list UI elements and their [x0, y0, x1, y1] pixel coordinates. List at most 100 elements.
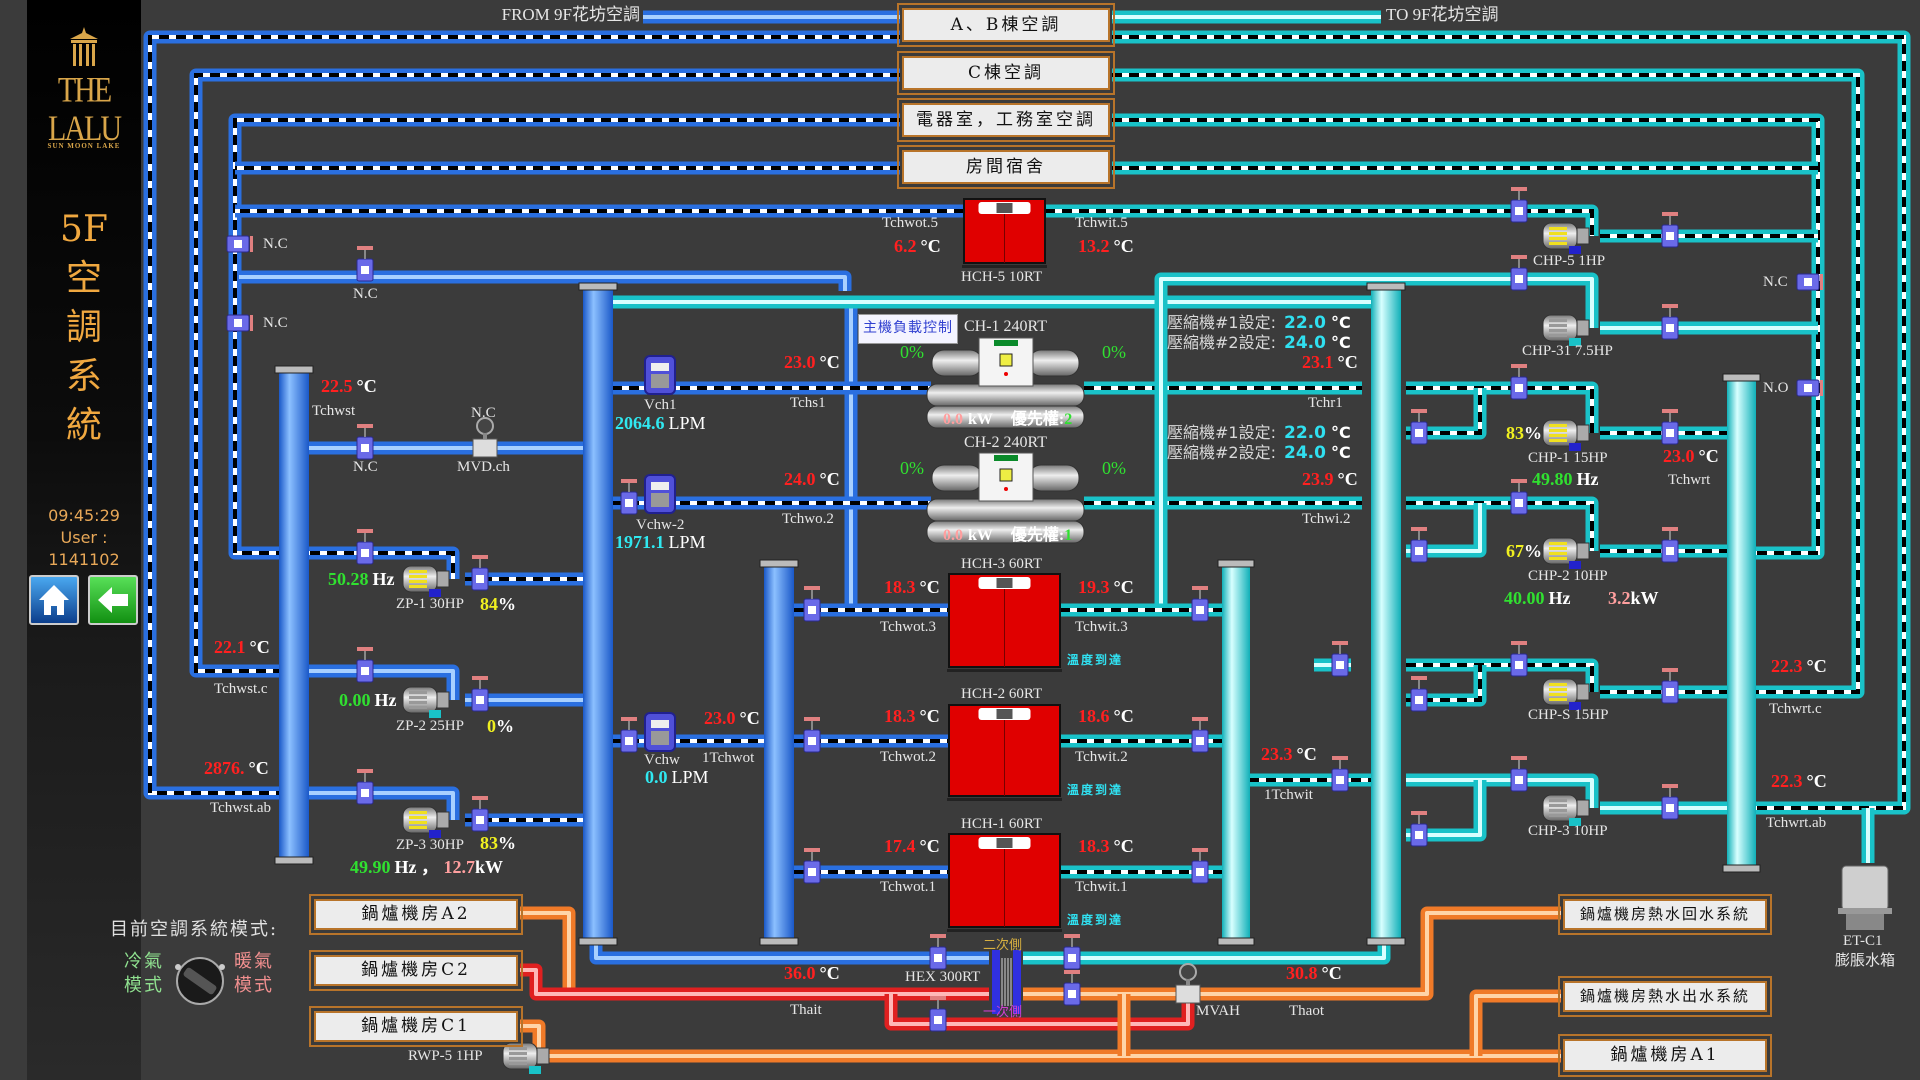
valve-icon[interactable]	[471, 555, 489, 591]
boiler-box-a1[interactable]: 鍋爐機房A1	[1558, 1034, 1772, 1077]
valve-icon[interactable]	[1191, 586, 1209, 622]
from-9f-label: FROM 9F花坊空調	[501, 5, 640, 24]
valve-icon[interactable]	[356, 769, 374, 805]
heat-recovery-chiller-hch2[interactable]	[947, 704, 1062, 801]
valve-icon[interactable]	[620, 479, 638, 515]
valve-icon[interactable]	[226, 314, 253, 332]
pump-icon[interactable]	[1542, 794, 1590, 826]
zone-box-c-building[interactable]: C棟空調	[897, 51, 1115, 95]
boiler-supply-box[interactable]: 鍋爐機房熱水出水系統	[1558, 976, 1772, 1017]
heat-recovery-chiller-hch1[interactable]	[947, 833, 1062, 932]
temperature-value: 6.2	[894, 236, 917, 256]
temperature-value: 22.3	[1771, 771, 1803, 791]
valve-icon[interactable]	[356, 424, 374, 460]
valve-icon[interactable]	[803, 586, 821, 622]
valve-icon[interactable]	[356, 529, 374, 565]
pump-icon[interactable]	[1542, 678, 1590, 710]
flow-meter-label: Vch1	[644, 397, 677, 413]
header-pipe	[1217, 559, 1255, 946]
valve-icon[interactable]	[803, 848, 821, 884]
flow-meter-icon[interactable]	[644, 355, 676, 395]
sensor-label: Tchwot.3	[880, 619, 937, 635]
boiler-return-box[interactable]: 鍋爐機房熱水回水系統	[1558, 894, 1772, 935]
valve-icon[interactable]	[471, 796, 489, 832]
valve-icon[interactable]	[1410, 811, 1428, 847]
pump-icon[interactable]	[1542, 314, 1590, 346]
control-valve-icon[interactable]	[472, 417, 498, 458]
sensor-label: Tchr1	[1308, 395, 1343, 411]
valve-icon[interactable]	[1063, 970, 1081, 1006]
heat-exchanger-icon[interactable]	[992, 950, 1021, 1014]
sensor-label: Tchwit.2	[1075, 749, 1128, 765]
valve-label: MVD.ch	[457, 459, 510, 475]
flow-meter-icon[interactable]	[644, 474, 676, 514]
frequency-value: 0.00	[339, 690, 371, 710]
valve-icon[interactable]	[226, 235, 253, 253]
valve-icon[interactable]	[1796, 273, 1823, 291]
pump-icon[interactable]	[402, 806, 450, 838]
chiller-ch2[interactable]	[926, 452, 1085, 544]
mode-label: 目前空調系統模式:	[110, 919, 279, 940]
valve-icon[interactable]	[929, 934, 947, 970]
valve-icon[interactable]	[1510, 255, 1528, 291]
chiller-ch1[interactable]	[926, 337, 1085, 429]
temperature-value: 19.3	[1078, 577, 1110, 597]
control-valve-icon[interactable]	[1175, 963, 1201, 1004]
valve-icon[interactable]	[1661, 304, 1679, 340]
valve-icon[interactable]	[1661, 527, 1679, 563]
zone-box-electrical-room[interactable]: 電器室，工務室空調	[897, 98, 1115, 142]
zone-box-ab-building[interactable]: A、B棟空調	[897, 3, 1115, 47]
back-button[interactable]	[88, 575, 138, 625]
valve-icon[interactable]	[1510, 479, 1528, 515]
valve-icon[interactable]	[1661, 668, 1679, 704]
valve-icon[interactable]	[929, 996, 947, 1032]
home-button[interactable]	[29, 575, 79, 625]
temperature-unit: °C	[919, 836, 940, 856]
setpoint-label: 壓縮機#2設定:	[1167, 333, 1276, 352]
pump-load: 84%	[480, 594, 516, 614]
valve-icon[interactable]	[1331, 641, 1349, 677]
temperature-value: 22.5	[321, 376, 353, 396]
temperature-readout: 22.3°C	[1771, 771, 1827, 791]
zone-box-dormitory[interactable]: 房間宿舍	[897, 145, 1115, 189]
pump-icon[interactable]	[402, 565, 450, 597]
valve-icon[interactable]	[1510, 364, 1528, 400]
sensor-label: Tchwot.2	[880, 749, 937, 765]
valve-icon[interactable]	[1191, 717, 1209, 753]
valve-icon[interactable]	[1510, 641, 1528, 677]
heat-recovery-chiller-hch3[interactable]	[947, 573, 1062, 672]
valve-icon[interactable]	[1510, 187, 1528, 223]
chiller-load-control-button[interactable]: 主機負載控制	[858, 314, 958, 344]
boiler-box-a2[interactable]: 鍋爐機房A2	[309, 894, 523, 935]
valve-icon[interactable]	[1063, 934, 1081, 970]
valve-icon[interactable]	[356, 246, 374, 282]
heat-recovery-chiller-hch5[interactable]	[962, 198, 1047, 268]
pump-name-zp1: ZP-1 30HP	[396, 596, 464, 612]
mode-selector-knob[interactable]	[174, 955, 226, 1007]
valve-icon[interactable]	[1661, 409, 1679, 445]
valve-icon[interactable]	[1331, 756, 1349, 792]
valve-icon[interactable]	[1796, 379, 1823, 397]
boiler-box-c1[interactable]: 鍋爐機房C1	[309, 1006, 523, 1047]
valve-icon[interactable]	[471, 676, 489, 712]
valve-icon[interactable]	[356, 647, 374, 683]
valve-icon[interactable]	[1661, 212, 1679, 248]
pipe	[1154, 272, 1599, 328]
pump-icon[interactable]	[1542, 222, 1590, 254]
valve-icon[interactable]	[1510, 756, 1528, 792]
valve-icon[interactable]	[1410, 527, 1428, 563]
valve-icon[interactable]	[803, 717, 821, 753]
pump-icon[interactable]	[502, 1042, 550, 1074]
power-value: 0.0	[943, 411, 963, 428]
boiler-box-c2[interactable]: 鍋爐機房C2	[309, 950, 523, 991]
valve-icon[interactable]	[1191, 848, 1209, 884]
pump-icon[interactable]	[1542, 537, 1590, 569]
pump-icon[interactable]	[402, 686, 450, 718]
valve-icon[interactable]	[620, 717, 638, 753]
valve-icon[interactable]	[1410, 409, 1428, 445]
pump-icon[interactable]	[1542, 419, 1590, 451]
valve-icon[interactable]	[1410, 676, 1428, 712]
flow-meter-icon[interactable]	[644, 712, 676, 752]
valve-icon[interactable]	[1661, 784, 1679, 820]
